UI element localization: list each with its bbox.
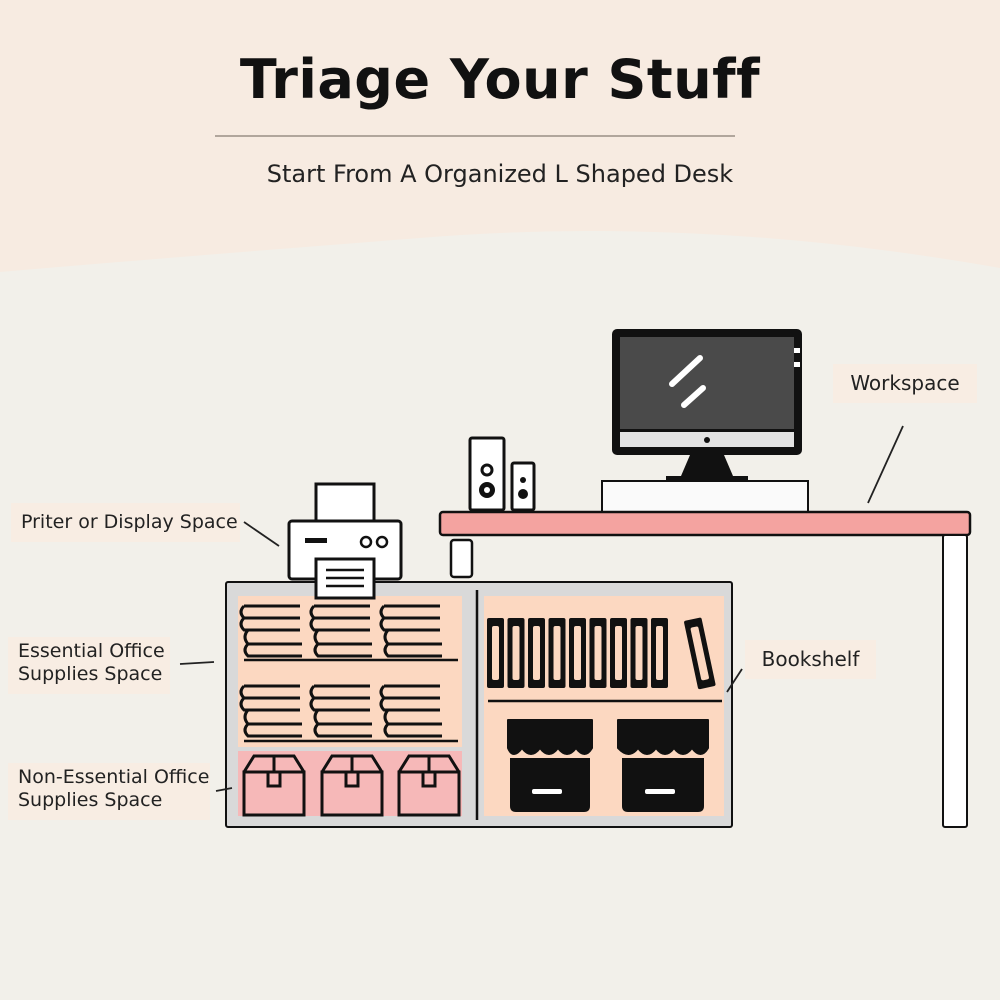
cardboard-box-icon xyxy=(397,754,461,817)
cardboard-box-icon xyxy=(242,754,306,817)
book-stack-icon xyxy=(239,684,302,738)
phone-holder-icon xyxy=(449,538,474,579)
essential-leader xyxy=(179,661,215,665)
printer-space-label: Priter or Display Space xyxy=(11,503,240,542)
printer-leader xyxy=(243,521,280,547)
monitor-icon xyxy=(612,329,802,481)
binder-spine xyxy=(690,626,709,681)
desk-leg xyxy=(942,534,968,828)
workspace-label: Workspace xyxy=(833,364,977,403)
non-essential-leader xyxy=(215,787,233,792)
binder-icon xyxy=(487,617,716,690)
page-title: Triage Your Stuff xyxy=(239,48,761,111)
storage-bin-icon xyxy=(617,719,709,812)
binder-spine xyxy=(635,626,643,680)
binder-spine xyxy=(615,626,622,680)
essential-supplies-label: Essential Office Supplies Space xyxy=(8,637,170,694)
essential-supplies-label-line1: Essential Office xyxy=(18,640,165,662)
non-essential-supplies-label: Non-Essential Office Supplies Space xyxy=(8,763,210,820)
binder-spine xyxy=(656,626,663,680)
cardboard-box-icon xyxy=(320,754,384,817)
page-subtitle: Start From A Organized L Shaped Desk xyxy=(266,160,734,188)
storage-bin-icon xyxy=(507,719,593,812)
book-stack-icon xyxy=(309,684,372,738)
binder-spine xyxy=(492,626,499,680)
workspace-label-text: Workspace xyxy=(850,371,960,395)
monitor-riser xyxy=(601,480,809,513)
desk-top xyxy=(438,510,972,537)
bookshelf-label: Bookshelf xyxy=(745,640,876,679)
binder-spine xyxy=(512,626,520,680)
book-stack-icon xyxy=(309,604,372,658)
bookshelf-label-text: Bookshelf xyxy=(761,647,860,671)
book-stack-icon xyxy=(379,604,442,658)
speaker-icon xyxy=(468,436,536,512)
printer-icon xyxy=(287,482,403,600)
essential-shelf-area xyxy=(238,596,462,747)
book-stack-icon xyxy=(239,604,302,658)
binder-spine xyxy=(594,626,602,680)
essential-supplies-label-line2: Supplies Space xyxy=(18,663,163,685)
non-essential-supplies-label-line1: Non-Essential Office xyxy=(18,766,210,788)
binder-spine xyxy=(553,626,561,680)
workspace-leader xyxy=(867,425,904,504)
non-essential-supplies-label-line2: Supplies Space xyxy=(18,789,163,811)
binder-spine xyxy=(533,626,540,680)
leaning-binder xyxy=(684,617,716,690)
book-stack-icon xyxy=(379,684,442,738)
bookshelf-leader xyxy=(726,668,743,693)
binder-spine xyxy=(574,626,581,680)
printer-space-label-text: Priter or Display Space xyxy=(21,511,238,533)
